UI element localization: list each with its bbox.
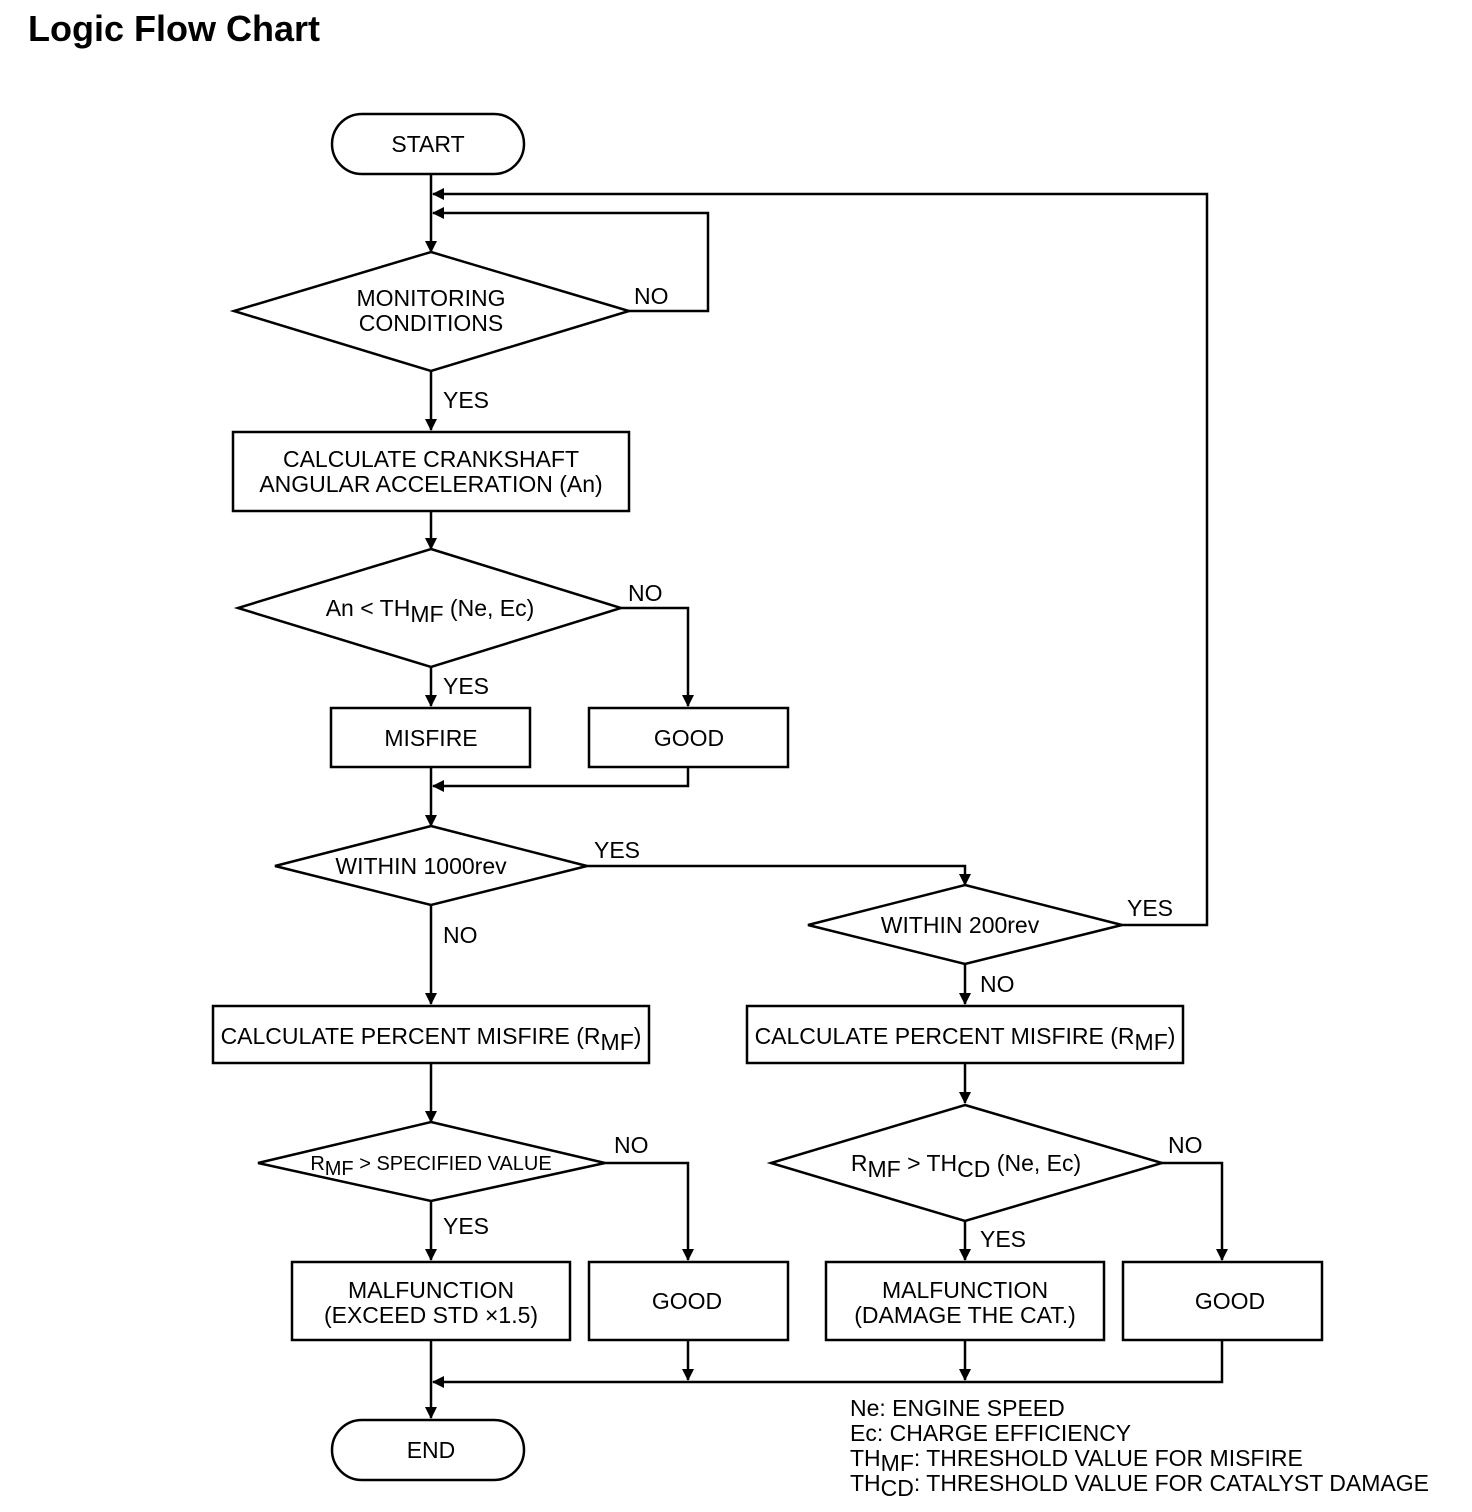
- good-process-lower-right: GOOD: [1121, 1260, 1324, 1342]
- monitoring-label-line2: CONDITIONS: [359, 310, 503, 336]
- an-threshold-label: An < THMF (Ne, Ec): [326, 595, 535, 627]
- within-1000rev-decision: WITHIN 1000rev: [274, 824, 588, 907]
- an-no-label: NO: [628, 580, 663, 606]
- good-label-lower-left: GOOD: [652, 1288, 722, 1314]
- malf-cat-label-line1: MALFUNCTION: [882, 1277, 1048, 1303]
- good-label-lower-right: GOOD: [1195, 1288, 1265, 1314]
- rmf-thcd-label: RMF > THCD (Ne, Ec): [851, 1150, 1081, 1182]
- end-label: END: [407, 1437, 456, 1463]
- malf-std-label-line2: (EXCEED STD ×1.5): [324, 1302, 538, 1328]
- start-terminal: START: [330, 112, 526, 176]
- calc-angular-acceleration-process: CALCULATE CRANKSHAFT ANGULAR ACCELERATIO…: [231, 430, 631, 513]
- malfunction-damage-cat-process: MALFUNCTION (DAMAGE THE CAT.): [824, 1260, 1106, 1342]
- thcd-no-label: NO: [1168, 1132, 1203, 1158]
- connector-1000rev-yes: [587, 864, 971, 886]
- connector-bottom-merge: [432, 1340, 1224, 1388]
- branch-labels: NO YES NO YES YES NO YES NO NO YES NO YE…: [443, 283, 1203, 1252]
- monitoring-conditions-decision: MONITORING CONDITIONS: [229, 250, 634, 373]
- legend-item: THCD: THRESHOLD VALUE FOR CATALYST DAMAG…: [850, 1470, 1429, 1501]
- connector-200rev-yes-loop: [432, 188, 1209, 927]
- misfire-process: MISFIRE: [329, 706, 532, 769]
- spec-no-label: NO: [614, 1132, 649, 1158]
- legend: Ne: ENGINE SPEED Ec: CHARGE EFFICIENCY T…: [850, 1395, 1429, 1501]
- legend-item: Ne: ENGINE SPEED: [850, 1395, 1065, 1421]
- calc-percent-label-left: CALCULATE PERCENT MISFIRE (RMF): [221, 1023, 642, 1055]
- 200rev-no-label: NO: [980, 971, 1015, 997]
- calc-percent-misfire-right-process: CALCULATE PERCENT MISFIRE (RMF): [745, 1004, 1185, 1065]
- monitoring-yes-label: YES: [443, 387, 489, 413]
- calc-percent-misfire-left-process: CALCULATE PERCENT MISFIRE (RMF): [211, 1004, 651, 1065]
- start-label: START: [391, 131, 464, 157]
- end-terminal: END: [330, 1418, 526, 1482]
- within-1000rev-label: WITHIN 1000rev: [335, 853, 507, 879]
- calc-an-label-line1: CALCULATE CRANKSHAFT: [283, 446, 579, 472]
- 1000rev-no-label: NO: [443, 922, 478, 948]
- connector-spec-no: [605, 1161, 694, 1261]
- monitoring-no-label: NO: [634, 283, 669, 309]
- malf-cat-label-line2: (DAMAGE THE CAT.): [854, 1302, 1076, 1328]
- rmf-thcd-decision: RMF > THCD (Ne, Ec): [766, 1103, 1167, 1223]
- rmf-specified-label: RMF > SPECIFIED VALUE: [310, 1153, 551, 1180]
- legend-item: THMF: THRESHOLD VALUE FOR MISFIRE: [850, 1445, 1303, 1476]
- within-200rev-decision: WITHIN 200rev: [807, 883, 1123, 966]
- calc-an-label-line2: ANGULAR ACCELERATION (An): [259, 471, 602, 497]
- 1000rev-yes-label: YES: [594, 837, 640, 863]
- malfunction-exceed-std-process: MALFUNCTION (EXCEED STD ×1.5): [290, 1260, 572, 1342]
- connector-an-no: [621, 606, 694, 707]
- good-process-upper: GOOD: [587, 706, 790, 769]
- rmf-specified-value-decision: RMF > SPECIFIED VALUE: [257, 1120, 606, 1203]
- connectors: [425, 175, 1228, 1419]
- within-200rev-label: WITHIN 200rev: [881, 912, 1040, 938]
- connector-good-merge: [432, 767, 690, 792]
- malf-std-label-line1: MALFUNCTION: [348, 1277, 514, 1303]
- calc-percent-label-right: CALCULATE PERCENT MISFIRE (RMF): [755, 1023, 1176, 1055]
- an-yes-label: YES: [443, 673, 489, 699]
- misfire-label: MISFIRE: [384, 725, 477, 751]
- connector-thcd-no: [1162, 1161, 1228, 1261]
- monitoring-label-line1: MONITORING: [356, 285, 505, 311]
- 200rev-yes-label: YES: [1127, 895, 1173, 921]
- spec-yes-label: YES: [443, 1213, 489, 1239]
- good-process-lower-left: GOOD: [587, 1260, 790, 1342]
- legend-item: Ec: CHARGE EFFICIENCY: [850, 1420, 1131, 1446]
- good-label-upper: GOOD: [654, 725, 724, 751]
- thcd-yes-label: YES: [980, 1226, 1026, 1252]
- an-threshold-decision: An < THMF (Ne, Ec): [233, 547, 626, 669]
- page-title: Logic Flow Chart: [28, 8, 320, 49]
- connector-monitoring-no-loop: [432, 207, 710, 313]
